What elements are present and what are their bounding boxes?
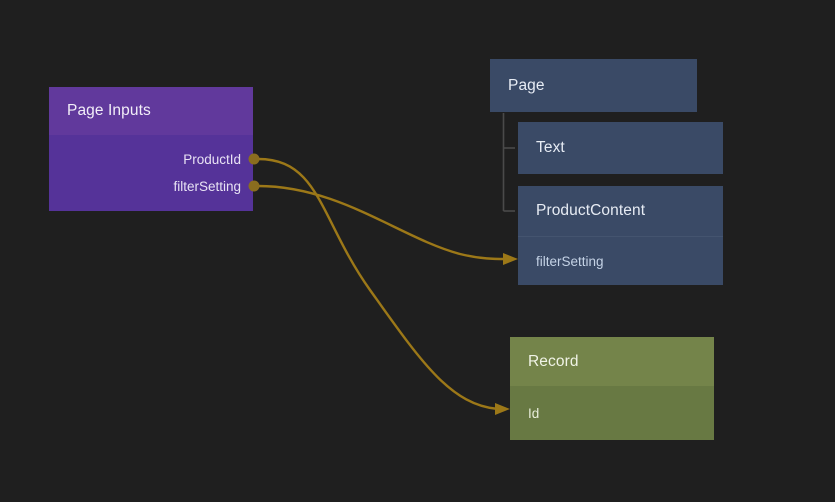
node-text[interactable]: Text [518,122,723,174]
node-productcontent-title: ProductContent [518,186,723,236]
field-productcontent-filtersetting[interactable]: filterSetting [518,236,723,285]
node-record[interactable]: Record Id [510,337,714,440]
output-port-filtersetting-label: filterSetting [173,179,241,194]
node-page-inputs[interactable]: Page Inputs ProductId filterSetting [49,87,253,211]
wire-productid-to-record-id [257,157,499,411]
output-port-productid[interactable]: ProductId [49,146,253,173]
arrowhead-record-id [495,403,510,415]
wire-filtersetting-to-productcontent [257,184,507,261]
node-text-title: Text [518,122,723,174]
node-page-inputs-body: ProductId filterSetting [49,135,253,211]
field-record-id[interactable]: Id [510,386,714,440]
output-port-productid-label: ProductId [183,152,241,167]
node-productcontent[interactable]: ProductContent filterSetting [518,186,723,285]
arrowhead-productcontent-filtersetting [503,253,518,265]
node-page[interactable]: Page [490,59,697,112]
output-port-filtersetting[interactable]: filterSetting [49,173,253,200]
node-page-inputs-title: Page Inputs [49,87,253,135]
node-record-title: Record [510,337,714,386]
node-page-title: Page [490,59,697,112]
